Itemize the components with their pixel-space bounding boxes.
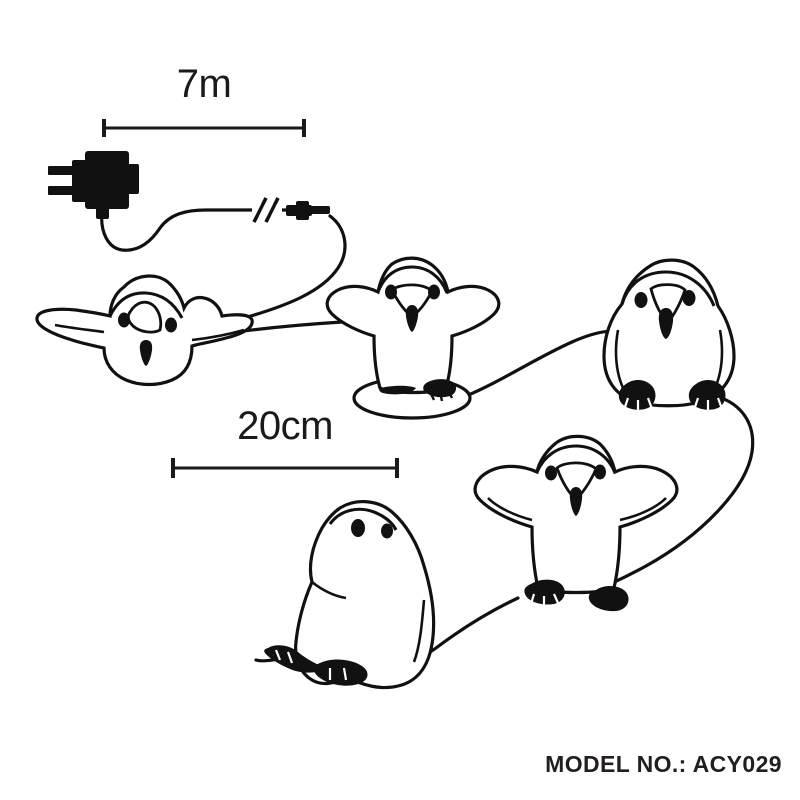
penguin-4-eye-right bbox=[594, 464, 606, 480]
dimension-label-7m: 7m bbox=[176, 62, 232, 106]
penguin-2-beak bbox=[405, 305, 419, 332]
penguin-5-foot-left bbox=[264, 645, 326, 673]
penguin-figure-1 bbox=[35, 274, 254, 387]
penguin-1-beak bbox=[139, 340, 153, 366]
penguin-3-eye-left bbox=[634, 292, 648, 308]
penguin-3-eye-right bbox=[682, 290, 696, 306]
model-number-label: MODEL NO.: ACY029 bbox=[545, 751, 782, 777]
penguin-5-foot-right bbox=[313, 659, 368, 686]
penguin-4-foot-right bbox=[588, 586, 629, 612]
cable-break-symbol-strokes bbox=[252, 197, 280, 223]
penguin-1-eye-left bbox=[118, 312, 130, 328]
penguin-figure-4 bbox=[473, 434, 679, 612]
penguin-2-eye-right bbox=[428, 284, 440, 300]
penguin-4-beak bbox=[569, 487, 583, 516]
penguin-3-foot-right bbox=[688, 380, 726, 410]
penguin-3-beak bbox=[658, 308, 674, 339]
penguin-2-eye-left bbox=[385, 284, 397, 300]
penguin-4-eye-left bbox=[545, 465, 557, 481]
penguin-figure-5 bbox=[264, 500, 436, 690]
penguin-figure-2 bbox=[325, 256, 501, 420]
penguin-3-foot-left bbox=[618, 380, 656, 410]
inline-connector bbox=[286, 201, 330, 220]
penguin-5-eye-right bbox=[381, 523, 393, 539]
dimension-label-20cm: 20cm bbox=[237, 404, 333, 448]
penguin-2-foot-left bbox=[379, 385, 416, 395]
dimension-line-20cm bbox=[171, 458, 399, 478]
power-plug bbox=[48, 151, 139, 219]
penguin-1-eye-right bbox=[165, 317, 177, 333]
penguin-figure-3 bbox=[602, 258, 736, 412]
dimension-line-7m bbox=[102, 119, 306, 137]
penguin-5-eye-left bbox=[351, 519, 365, 537]
